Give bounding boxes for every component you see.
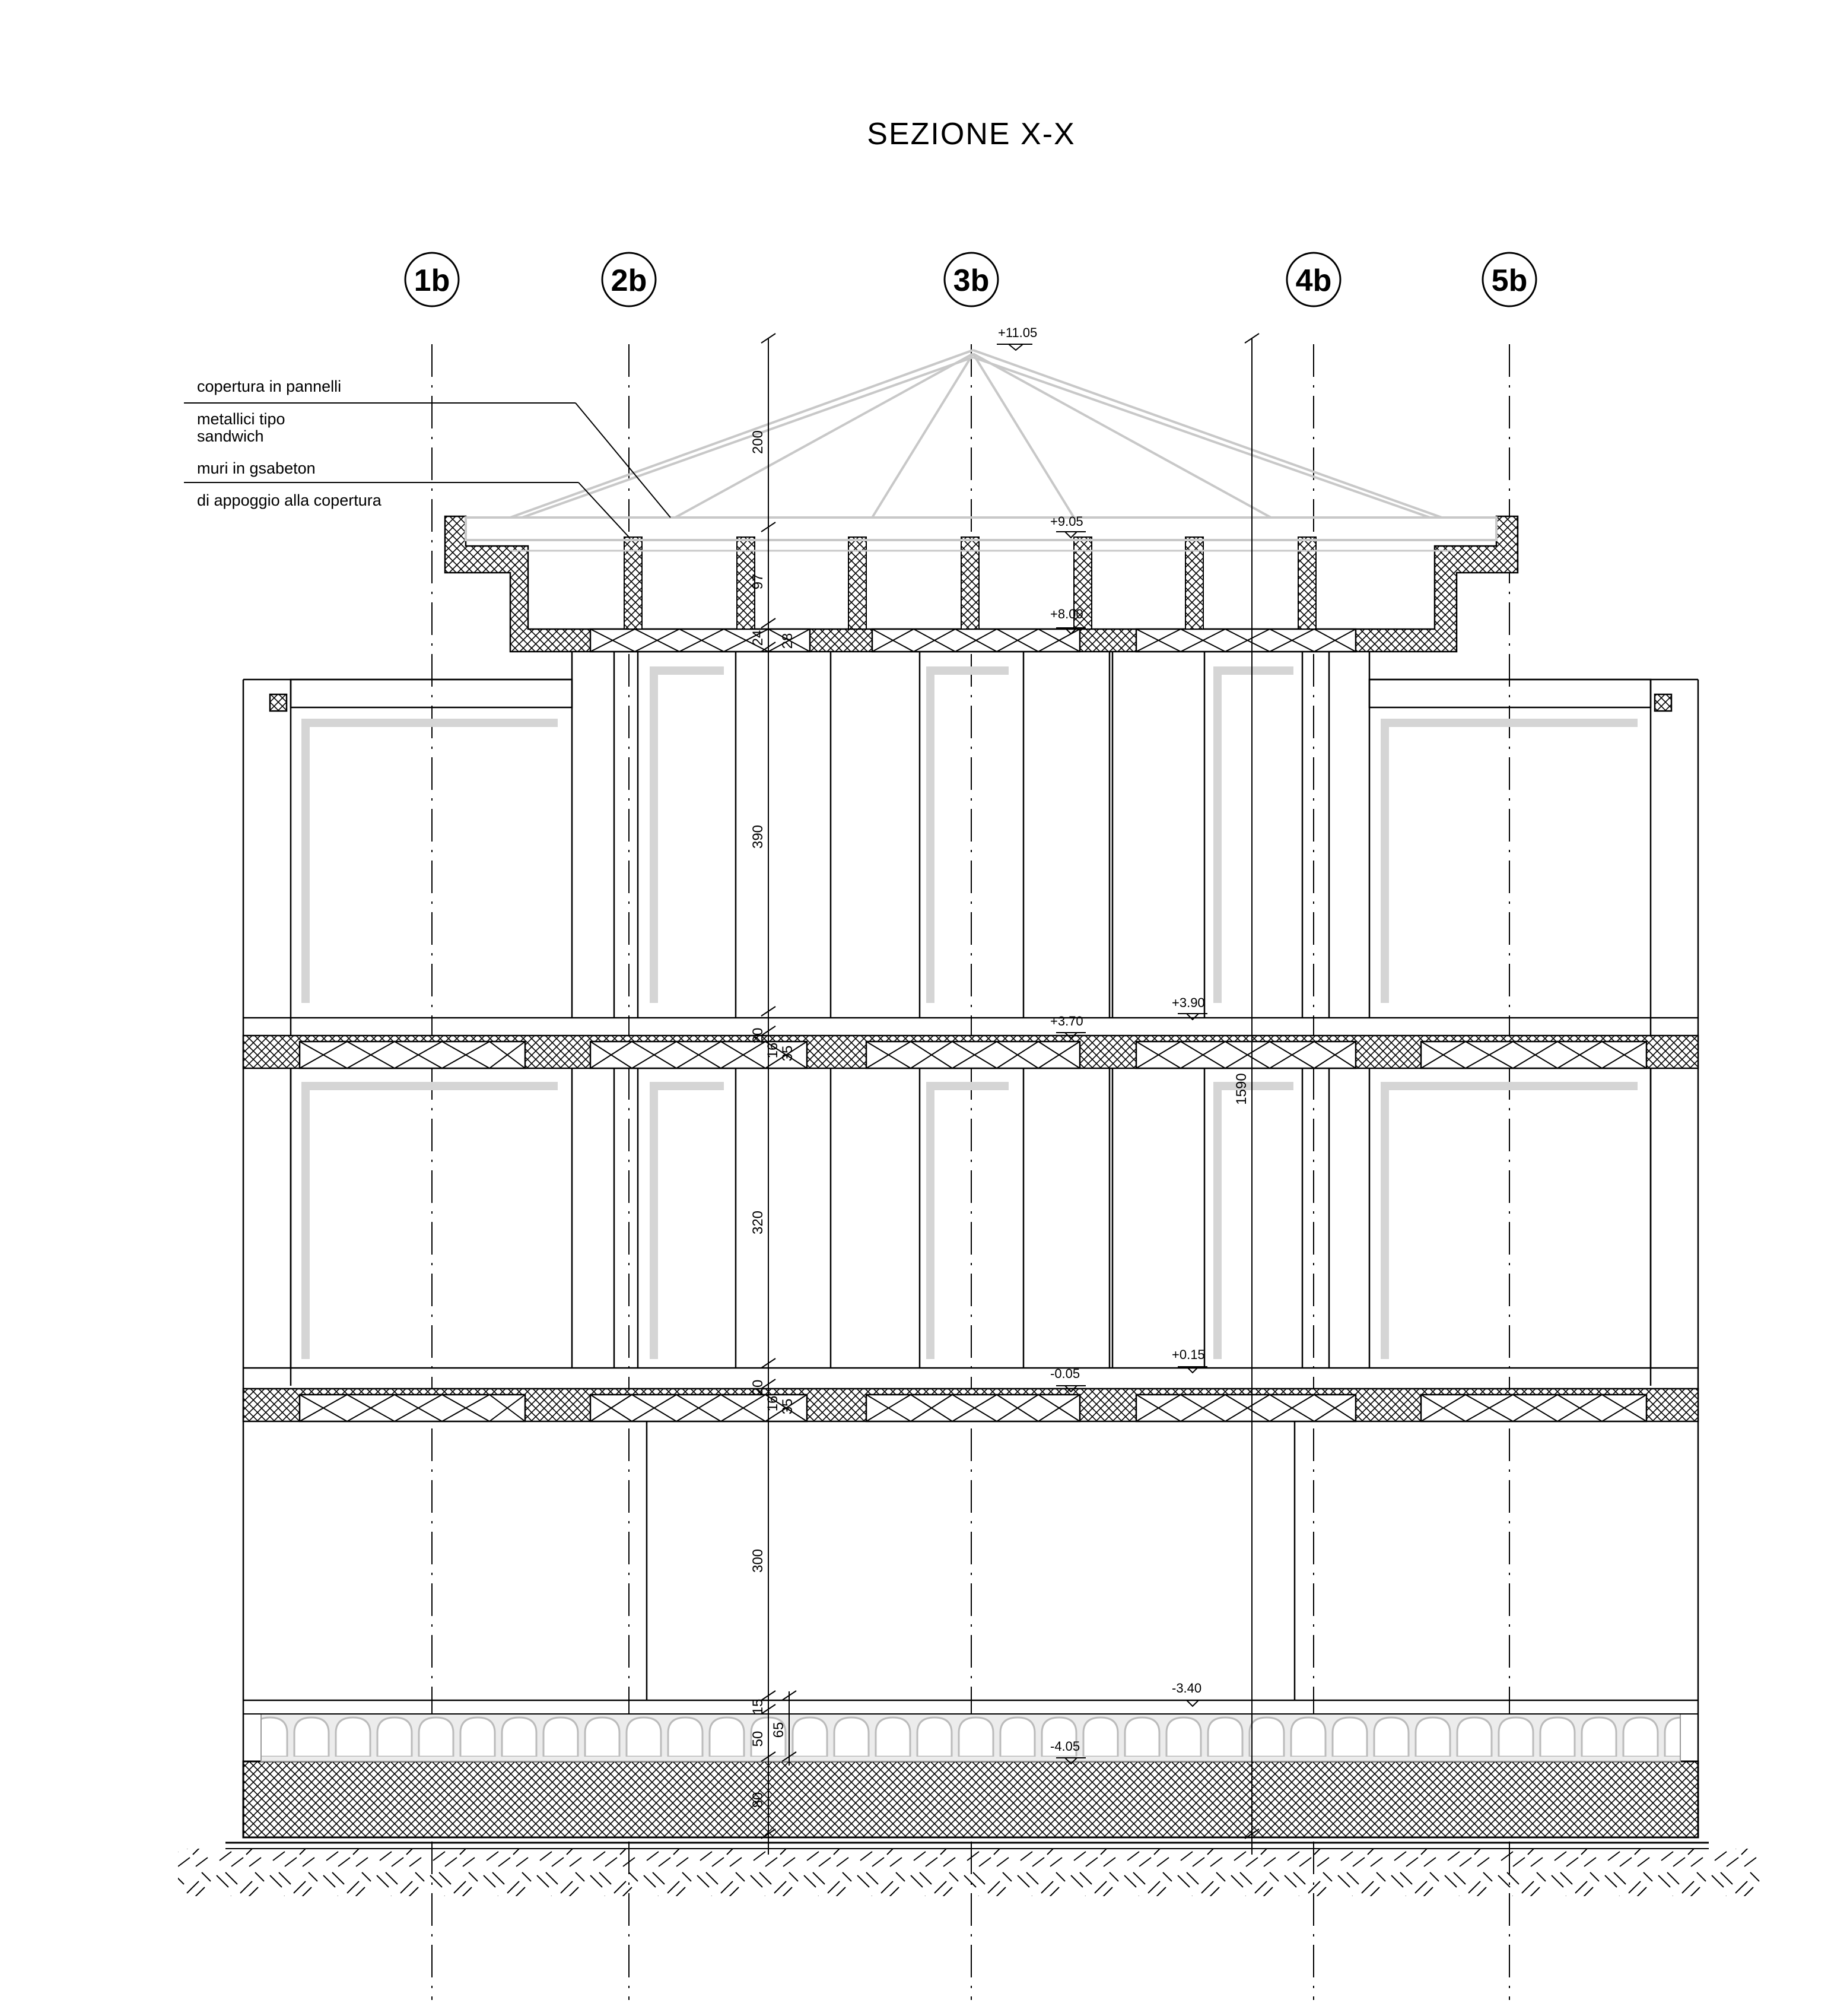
slab-ground-floor <box>242 1388 1699 1423</box>
dim-slab-d2: 16 <box>765 1396 781 1412</box>
dim-storey-0: 300 <box>750 1549 766 1573</box>
slab-first-floor <box>242 1034 1699 1069</box>
axis-grid <box>404 252 1537 307</box>
axis-label-3b: 3b <box>953 263 990 298</box>
axis-label-1b: 1b <box>414 263 450 298</box>
roof-support-walls <box>624 536 1317 630</box>
basement-walls <box>646 1421 1296 1700</box>
elevation-markers <box>997 344 1207 1765</box>
dim-crawl-c: 65 <box>771 1722 787 1738</box>
foundation-slab <box>242 1760 1699 1839</box>
dim-storey-1: 320 <box>750 1211 766 1234</box>
dim-slab-c2: 20 <box>750 1380 766 1396</box>
upper-block <box>243 652 1698 1019</box>
axis-label-2b: 2b <box>611 263 647 298</box>
axis-label-4b: 4b <box>1296 263 1332 298</box>
elev-roof-slab: +8.00 <box>1050 607 1083 621</box>
elev-foundation: -4.05 <box>1050 1739 1080 1754</box>
dim-slab-a: 24 <box>750 630 766 646</box>
note-roof-3: sandwich <box>197 427 264 445</box>
elev-first-floor: +3.70 <box>1050 1014 1083 1028</box>
dim-slab-d: 16 <box>765 1043 781 1059</box>
elev-ground-floor-right: +0.15 <box>1172 1347 1205 1362</box>
note-roof-1: copertura in pannelli <box>197 377 341 395</box>
roof-tray <box>444 515 1519 653</box>
elev-ground-floor: -0.05 <box>1050 1366 1080 1381</box>
dim-foundation: 80 <box>750 1792 766 1808</box>
dim-roof-height: 200 <box>750 430 766 454</box>
dim-total: 1590 <box>1234 1073 1250 1104</box>
dim-storey-2: 390 <box>750 825 766 849</box>
dim-upper-wall: 97 <box>750 574 766 590</box>
dim-slab-c: 20 <box>750 1028 766 1044</box>
crawl-space-vaults <box>243 1713 1698 1762</box>
roof-panels <box>465 349 1498 552</box>
note-walls-2: di appoggio alla copertura <box>197 491 382 509</box>
note-leaders <box>184 402 671 538</box>
note-roof-2: metallici tipo <box>197 410 285 428</box>
dim-slab-e2: 35 <box>780 1399 796 1415</box>
wall-elevation-stripes <box>301 666 1638 1359</box>
elev-roof-base: +9.05 <box>1050 514 1083 529</box>
dimension-lines <box>761 333 1260 1855</box>
elev-first-floor-right: +3.90 <box>1172 995 1205 1010</box>
dim-slab-b: 28 <box>780 633 796 649</box>
elev-roof-top: +11.05 <box>998 325 1037 340</box>
first-floor-walls <box>243 1068 1698 1369</box>
dim-crawl-a: 15 <box>750 1699 766 1715</box>
dim-crawl-b: 50 <box>750 1731 766 1747</box>
ground-soil <box>178 1842 1762 1896</box>
note-walls-1: muri in gsabeton <box>197 459 316 477</box>
axis-label-5b: 5b <box>1492 263 1528 298</box>
drawing-title: SEZIONE X-X <box>867 117 1075 151</box>
elev-basement: -3.40 <box>1172 1681 1201 1696</box>
dim-slab-e: 35 <box>780 1046 796 1062</box>
